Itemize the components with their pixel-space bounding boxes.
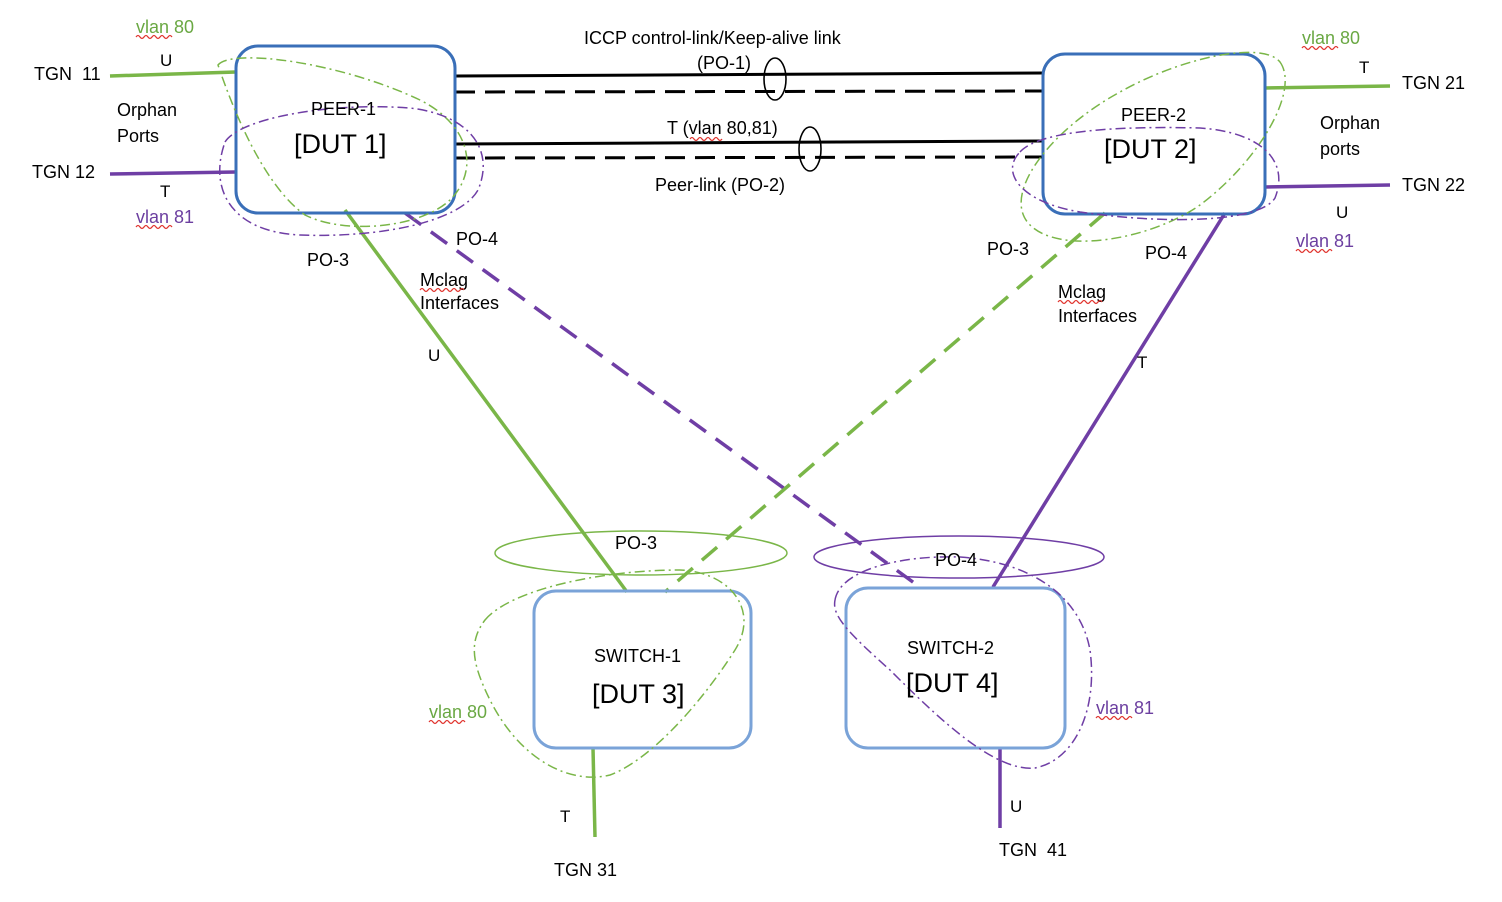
trunk-label: T (vlan 80,81) (667, 118, 778, 138)
tgn41-label: TGN 41 (999, 840, 1067, 860)
switch2-dut: [DUT 4] (906, 668, 999, 698)
mclag-right-squiggle (1057, 299, 1103, 305)
vlan80-outline-peer1 (217, 57, 468, 228)
iccp-dashed-link (454, 89, 1044, 94)
peer1-box[interactable] (234, 44, 457, 215)
peer2-box[interactable] (1041, 52, 1267, 216)
po3-switch1-ellipse (494, 530, 788, 576)
vlan81-outline-peer1 (219, 105, 484, 237)
mclag-right-line2: Interfaces (1058, 306, 1137, 326)
po4-link-peer2-switch2 (991, 212, 1227, 588)
vlan80-outline-switch1 (473, 569, 745, 778)
iccp-label: ICCP control-link/Keep-alive link (584, 28, 842, 48)
vlan81-squiggle-switch2 (1095, 715, 1133, 721)
orphan-right-line2: ports (1320, 139, 1360, 159)
switch1-name: SWITCH-1 (594, 646, 681, 666)
vlan80-label-peer2: vlan 80 (1302, 28, 1360, 48)
orphan-left-line2: Ports (117, 126, 159, 146)
po3-link-peer2-switch1 (663, 211, 1107, 594)
peer2-dut: [DUT 2] (1104, 134, 1197, 164)
vlan80-squiggle-peer1 (135, 34, 173, 40)
mclag-left-line2: Interfaces (420, 293, 499, 313)
tag-t-tgn21: T (1359, 58, 1369, 77)
vlan80-squiggle-peer2 (1301, 45, 1339, 51)
vlan81-squiggle-peer2 (1295, 248, 1333, 254)
tag-t-po4-peer2: T (1137, 353, 1147, 372)
trunk-vlan-squiggle (689, 136, 723, 142)
tgn31-label: TGN 31 (554, 860, 617, 880)
orphan-right-line1: Orphan (1320, 113, 1380, 133)
switch2-box[interactable] (844, 586, 1067, 750)
switch2-name: SWITCH-2 (907, 638, 994, 658)
tgn22-link (1264, 183, 1391, 189)
switch1-dut: [DUT 3] (592, 679, 685, 709)
vlan80-label-peer1: vlan 80 (136, 17, 194, 37)
peer2-name: PEER-2 (1121, 105, 1186, 125)
tgn12-link (109, 170, 237, 176)
vlan80-squiggle-switch1 (428, 719, 466, 725)
switch1-box[interactable] (532, 589, 753, 750)
tag-u-tgn22: U (1336, 203, 1348, 222)
peer-solid-link (454, 139, 1044, 146)
mclag-right-line1: Mclag (1058, 282, 1106, 302)
po3-label-switch1: PO-3 (615, 533, 657, 553)
iccp-link-group (454, 57, 1044, 101)
tag-u-tgn41: U (1010, 797, 1022, 816)
po3-label-peer2: PO-3 (987, 239, 1029, 259)
vlan80-outline-peer2 (1020, 51, 1286, 242)
vlan81-outline-peer2 (1011, 126, 1280, 221)
po4-label-peer1: PO-4 (456, 229, 498, 249)
tgn21-label: TGN 21 (1402, 73, 1465, 93)
peer-link-group (454, 126, 1044, 172)
po3-label-peer1: PO-3 (307, 250, 349, 270)
po4-link-peer1-switch2 (403, 211, 919, 587)
tgn22-label: TGN 22 (1402, 175, 1465, 195)
tag-u-po3-peer1: U (428, 346, 440, 365)
tgn11-link (109, 70, 237, 78)
po4-label-peer2: PO-4 (1145, 243, 1187, 263)
tgn31-link (591, 747, 597, 838)
vlan81-label-peer2: vlan 81 (1296, 231, 1354, 251)
peer-dashed-link (454, 155, 1044, 160)
po2-bundle-ellipse (798, 126, 822, 172)
po1-label: (PO-1) (697, 53, 751, 73)
mclag-left-squiggle (419, 287, 465, 293)
vlan81-squiggle-peer1 (135, 224, 173, 230)
peerlink-label: Peer-link (PO-2) (655, 175, 785, 195)
tag-t-tgn31: T (560, 807, 570, 826)
po1-bundle-ellipse (763, 57, 787, 101)
po4-label-switch2: PO-4 (935, 550, 977, 570)
iccp-solid-link (454, 71, 1044, 78)
tgn11-label: TGN 11 (34, 64, 101, 84)
tag-t-tgn12: T (160, 182, 170, 201)
mclag-left-line1: Mclag (420, 270, 468, 290)
peer1-dut: [DUT 1] (294, 129, 387, 159)
peer1-name: PEER-1 (311, 99, 376, 119)
tgn21-link (1264, 84, 1391, 90)
tgn12-label: TGN 12 (32, 162, 95, 182)
orphan-left-line1: Orphan (117, 100, 177, 120)
tag-u-tgn11: U (160, 51, 172, 70)
vlan81-outline-switch2 (833, 556, 1093, 769)
vlan80-label-switch1: vlan 80 (429, 702, 487, 722)
po4-switch2-ellipse (813, 535, 1105, 579)
po3-link-peer1-switch1 (343, 208, 629, 594)
vlan81-label-peer1: vlan 81 (136, 207, 194, 227)
vlan81-label-switch2: vlan 81 (1096, 698, 1154, 718)
